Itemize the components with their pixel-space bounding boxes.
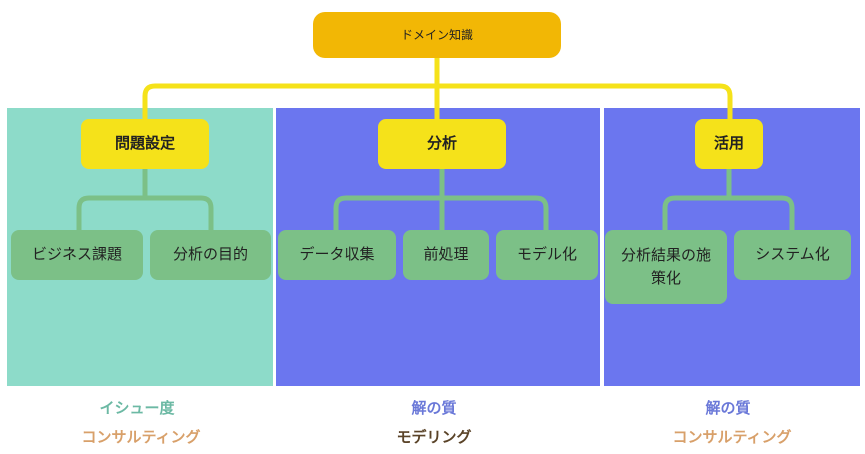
- leaf-node-systemization: システム化: [734, 230, 851, 280]
- leaf-node-data-collection: データ収集: [278, 230, 396, 280]
- caption-consulting-right: コンサルティング: [672, 428, 792, 446]
- category-node-analysis: 分析: [378, 119, 506, 169]
- category-node-utilization: 活用: [695, 119, 763, 169]
- caption-issue-degree: イシュー度: [99, 399, 175, 417]
- caption-modeling: モデリング: [396, 428, 472, 446]
- connector-cat1-bar: [76, 195, 214, 230]
- leaf-node-preprocessing: 前処理: [403, 230, 489, 280]
- leaf-node-result-to-action: 分析結果の施策化: [605, 230, 727, 304]
- caption-consulting-left: コンサルティング: [81, 428, 201, 446]
- caption-solution-quality-mid: 解の質: [411, 399, 457, 417]
- category-node-problem-setting: 問題設定: [81, 119, 209, 169]
- caption-solution-quality-right: 解の質: [705, 399, 751, 417]
- leaf-node-business-issue: ビジネス課題: [11, 230, 143, 280]
- root-node-domain-knowledge: ドメイン知識: [313, 12, 561, 58]
- leaf-node-analysis-purpose: 分析の目的: [150, 230, 271, 280]
- connector-cat3-bar: [662, 195, 795, 230]
- leaf-node-modeling: モデル化: [496, 230, 598, 280]
